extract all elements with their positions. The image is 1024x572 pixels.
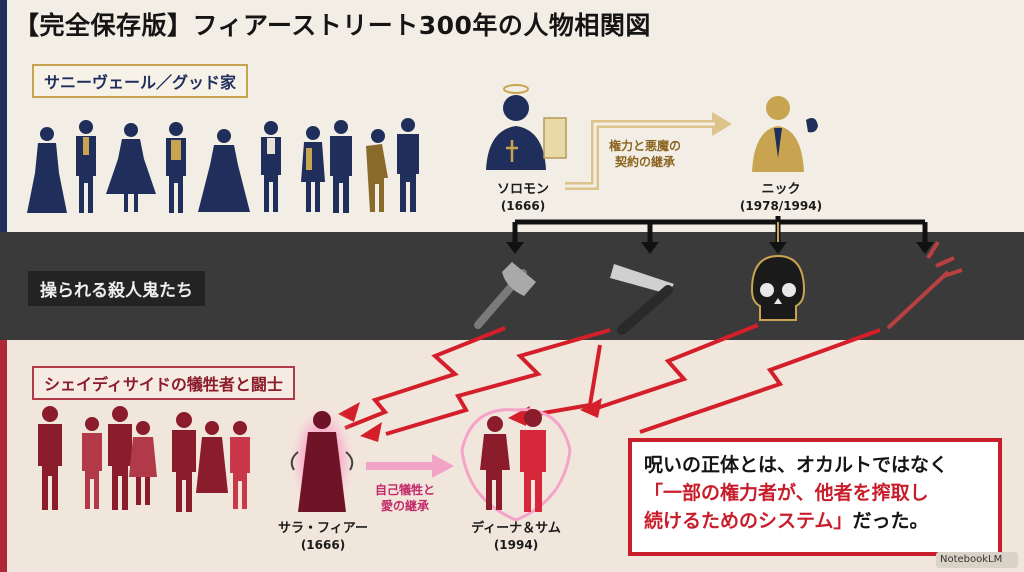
goode-figure: [166, 122, 186, 213]
callout-line-3-red: 続けるためのシステム」: [644, 510, 853, 532]
victim-figure: [230, 421, 250, 509]
heart-shield-icon: [460, 408, 572, 522]
callout-line-3: 続けるためのシステム」だった。: [644, 507, 988, 535]
victim-figure: [108, 406, 132, 510]
victim-figure: [82, 417, 102, 509]
flow-sacrifice-line: 自己犠牲と: [374, 483, 435, 497]
caption-solomon: ソロモン (1666): [478, 181, 568, 215]
goode-figure: [366, 129, 388, 212]
victim-figure: [172, 412, 196, 512]
caption-deena-sam: ディーナ＆サム (1994): [456, 520, 576, 554]
scroll-icon: [543, 117, 567, 159]
page-title: 【完全保存版】フィアーストリート300年の人物相関図: [14, 11, 651, 40]
section-label-goode: サニーヴェール／グッド家: [32, 64, 249, 98]
caption-nick: ニック (1978/1994): [726, 181, 836, 215]
goode-figure: [27, 127, 67, 213]
nick-year: (1978/1994): [739, 199, 823, 213]
flow-contract-line: 権力と悪魔の: [608, 139, 681, 153]
deena-sam-figure: [460, 408, 572, 522]
ok-hand-icon: [806, 118, 818, 133]
deena-sam-year: (1994): [493, 538, 539, 552]
goode-figure: [198, 129, 250, 212]
nick-figure: [752, 96, 818, 172]
sarah-name: サラ・フィアー: [278, 521, 368, 536]
victim-figure: [196, 421, 228, 493]
flow-label-contract: 権力と悪魔の 契約の継承: [600, 138, 690, 170]
notebooklm-badge: NotebookLM: [936, 552, 1018, 568]
conclusion-callout: 呪いの正体とは、オカルトではなく 「一部の権力者が、他者を搾取し 続けるためのシ…: [628, 438, 1002, 556]
caption-sarah: サラ・フィアー (1666): [268, 520, 378, 554]
goode-figure: [330, 120, 352, 213]
navy-edge-stripe: [0, 0, 7, 232]
victim-figure: [38, 406, 62, 510]
curse-lightning-arrows: [344, 323, 881, 436]
solomon-figure: [486, 84, 567, 170]
sarah-fier-figure: [286, 400, 358, 520]
skull-icon: [750, 254, 806, 321]
razor-icon: [610, 264, 674, 335]
callout-line-1: 呪いの正体とは、オカルトではなく: [644, 454, 949, 476]
flow-contract-line: 契約の継承: [614, 155, 675, 169]
solomon-name: ソロモン: [496, 182, 549, 197]
goode-family-group: [27, 118, 419, 213]
victim-figure: [129, 421, 157, 505]
goode-figure: [301, 126, 325, 212]
sarah-year: (1666): [300, 538, 346, 552]
red-edge-stripe: [0, 340, 7, 572]
solomon-year: (1666): [500, 199, 546, 213]
callout-line-3-black: だった。: [852, 510, 929, 532]
section-label-shadyside: シェイディサイドの犠牲者と闘士: [32, 366, 295, 400]
goode-figure: [397, 118, 419, 212]
shadyside-victims-group: [38, 406, 250, 512]
control-arrows: [512, 216, 928, 242]
goode-figure: [261, 121, 281, 212]
callout-line-2: 「一部の権力者が、他者を搾取し: [644, 482, 929, 504]
deena-sam-name: ディーナ＆サム: [471, 521, 561, 536]
goode-figure: [76, 120, 96, 213]
chain-icon: [290, 451, 354, 471]
flow-label-sacrifice: 自己犠牲と 愛の継承: [362, 482, 448, 514]
section-label-killers: 操られる殺人鬼たち: [28, 271, 205, 306]
flow-sacrifice-line: 愛の継承: [380, 499, 429, 513]
nick-name: ニック: [761, 182, 801, 197]
goode-figure: [106, 123, 156, 212]
pitchfork-icon: [886, 240, 963, 330]
halo-icon: [503, 84, 529, 94]
axe-icon: [474, 262, 536, 329]
